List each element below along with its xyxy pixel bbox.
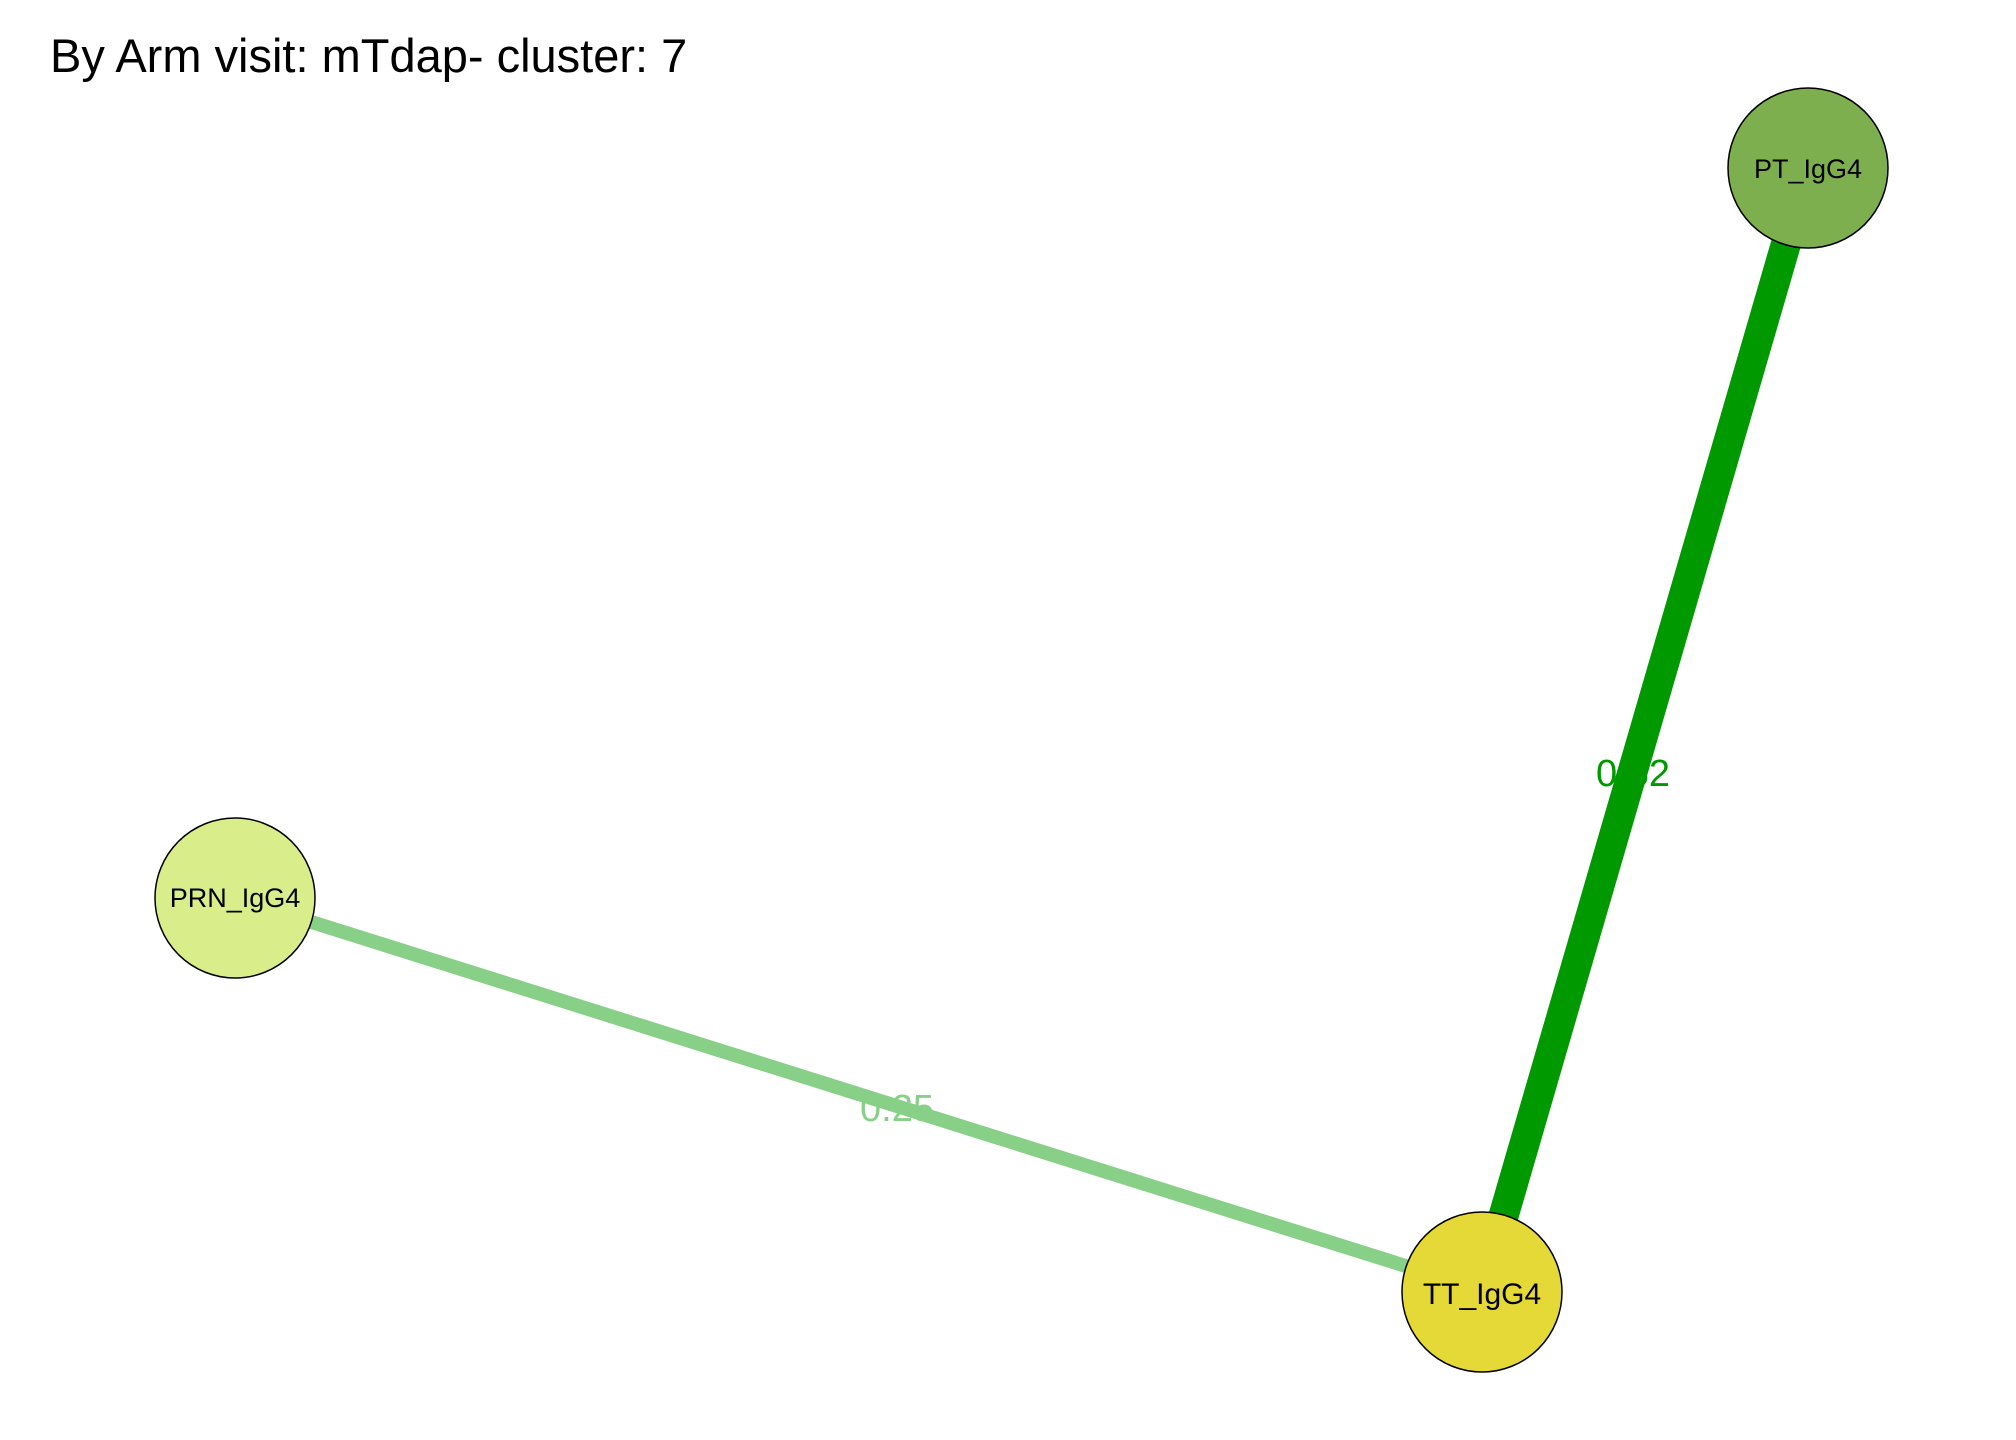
node-prn-igg4-circle <box>154 817 316 979</box>
edge-pt-tt <box>1467 163 1823 1295</box>
edges <box>232 163 1823 1297</box>
node-pt-igg4-label: PT_IgG4 <box>1754 154 1862 184</box>
node-prn-igg4-label: PRN_IgG4 <box>170 883 301 913</box>
diagram-title: By Arm visit: mTdap- cluster: 7 <box>50 29 687 82</box>
edge-prn-tt-weight-label: 0.25 <box>860 1088 934 1130</box>
nodes: PT_IgG4 PRN_IgG4 TT_IgG4 <box>154 87 1889 1373</box>
node-pt-igg4[interactable]: PT_IgG4 <box>1727 87 1889 249</box>
edge-pt-tt-weight-label: 0.52 <box>1596 753 1670 795</box>
node-tt-igg4[interactable]: TT_IgG4 <box>1401 1211 1563 1373</box>
edge-labels: 0.52 0.25 <box>860 753 1670 1130</box>
node-pt-igg4-circle <box>1727 87 1889 249</box>
node-tt-igg4-circle <box>1401 1211 1563 1373</box>
node-tt-igg4-label: TT_IgG4 <box>1423 1278 1541 1311</box>
edge-prn-tt <box>232 891 1485 1297</box>
node-prn-igg4[interactable]: PRN_IgG4 <box>154 817 316 979</box>
